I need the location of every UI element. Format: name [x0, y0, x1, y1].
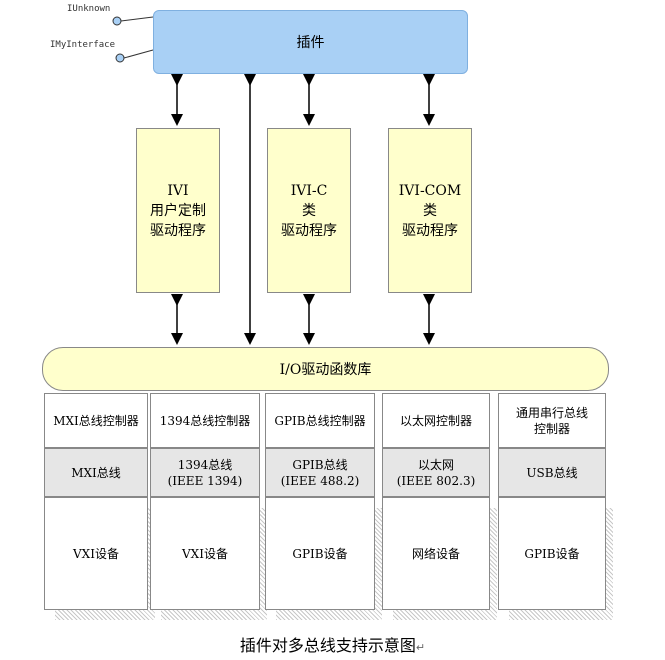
- device-cell: VXI设备: [150, 497, 260, 610]
- controller-cell: 以太网控制器: [382, 393, 490, 448]
- bus-cell: 以太网 (IEEE 802.3): [382, 448, 490, 497]
- driver-box-ivi-custom: IVI 用户定制 驱动程序: [136, 128, 220, 293]
- bus-cell: GPIB总线 (IEEE 488.2): [265, 448, 375, 497]
- controller-cell: 通用串行总线 控制器: [498, 393, 606, 448]
- bus-cell: 1394总线 (IEEE 1394): [150, 448, 260, 497]
- driver-label: IVI-COM 类 驱动程序: [398, 182, 462, 239]
- controller-cell: GPIB总线控制器: [265, 393, 375, 448]
- plugin-label: 插件: [296, 35, 325, 51]
- driver-box-ivi-c: IVI-C 类 驱动程序: [267, 128, 351, 293]
- controller-cell: MXI总线控制器: [44, 393, 148, 448]
- imyinterface-label: IMyInterface: [50, 40, 116, 50]
- device-cell: GPIB设备: [498, 497, 606, 610]
- driver-label: IVI-C 类 驱动程序: [281, 182, 337, 239]
- bus-cell: MXI总线: [44, 448, 148, 497]
- device-cell: 网络设备: [382, 497, 490, 610]
- figure-caption: 插件对多总线支持示意图↵: [239, 636, 426, 655]
- iunknown-lollipop: [112, 16, 154, 26]
- driver-box-ivi-com: IVI-COM 类 驱动程序: [388, 128, 472, 293]
- paragraph-mark-icon: ↵: [415, 641, 426, 654]
- driver-label: IVI 用户定制 驱动程序: [150, 182, 206, 239]
- plugin-box: 插件: [153, 10, 468, 74]
- imyinterface-lollipop: [115, 49, 154, 63]
- io-library-label: I/O驱动函数库: [279, 362, 372, 378]
- bus-cell: USB总线: [498, 448, 606, 497]
- iunknown-label: IUnknown: [67, 4, 111, 14]
- io-library-box: I/O驱动函数库: [42, 347, 609, 391]
- device-cell: VXI设备: [44, 497, 148, 610]
- controller-cell: 1394总线控制器: [150, 393, 260, 448]
- device-cell: GPIB设备: [265, 497, 375, 610]
